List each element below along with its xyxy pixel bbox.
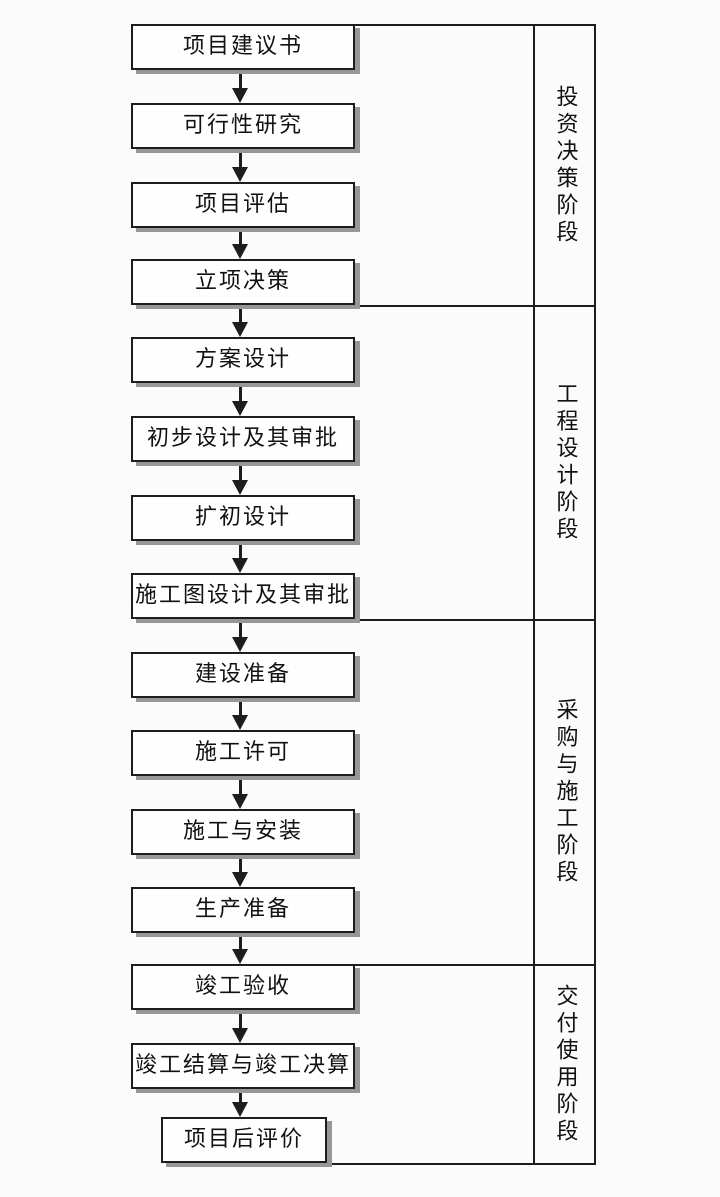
- down-arrow-head-icon: [232, 715, 248, 730]
- down-arrow-head-icon: [232, 558, 248, 573]
- phase-label: 工程设计阶段: [552, 382, 578, 544]
- down-arrow-shaft: [239, 698, 242, 717]
- flow-step-label: 方案设计: [194, 347, 291, 372]
- flow-step-box: 竣工结算与竣工决算: [131, 1043, 355, 1089]
- down-arrow-shaft: [239, 1010, 242, 1030]
- flow-step-label: 项目后评价: [183, 1127, 304, 1152]
- down-arrow-head-icon: [232, 794, 248, 809]
- down-arrow-shaft: [239, 70, 242, 90]
- flow-step-label: 施工许可: [194, 740, 291, 765]
- phase-divider-line: [326, 1163, 535, 1165]
- down-arrow-shaft: [239, 228, 242, 246]
- flow-step-label: 项目建议书: [182, 34, 303, 59]
- flow-step-box: 施工与安装: [131, 809, 355, 855]
- phase-cell: 交付使用阶段: [533, 964, 596, 1165]
- down-arrow-head-icon: [232, 1102, 248, 1117]
- down-arrow-head-icon: [232, 949, 248, 964]
- down-arrow-shaft: [239, 541, 242, 560]
- phase-label: 采购与施工阶段: [552, 698, 578, 887]
- flow-step-label: 立项决策: [194, 269, 291, 294]
- down-arrow-shaft: [239, 855, 242, 874]
- flow-step-label: 竣工验收: [194, 974, 291, 999]
- flow-step-box: 初步设计及其审批: [131, 416, 355, 462]
- flow-step-label: 施工与安装: [182, 819, 303, 844]
- flow-step-box: 生产准备: [131, 887, 355, 933]
- phase-cell: 投资决策阶段: [533, 24, 596, 307]
- flow-step-label: 施工图设计及其审批: [134, 583, 351, 608]
- phase-divider-line: [355, 619, 535, 621]
- down-arrow-shaft: [239, 776, 242, 796]
- flow-step-box: 竣工验收: [131, 964, 355, 1010]
- down-arrow-head-icon: [232, 322, 248, 337]
- flow-step-box: 扩初设计: [131, 495, 355, 541]
- flow-step-box: 项目建议书: [131, 24, 355, 70]
- flow-step-box: 项目后评价: [161, 1117, 327, 1163]
- phase-label: 投资决策阶段: [552, 84, 578, 247]
- down-arrow-shaft: [239, 383, 242, 403]
- phase-label: 交付使用阶段: [552, 983, 578, 1146]
- down-arrow-head-icon: [232, 167, 248, 182]
- flow-step-box: 方案设计: [131, 337, 355, 383]
- down-arrow-head-icon: [232, 244, 248, 259]
- down-arrow-shaft: [239, 149, 242, 169]
- phase-divider-line: [355, 24, 535, 26]
- phase-divider-line: [355, 964, 535, 966]
- flow-step-box: 施工许可: [131, 730, 355, 776]
- down-arrow-shaft: [239, 305, 242, 324]
- down-arrow-shaft: [239, 619, 242, 639]
- down-arrow-shaft: [239, 1089, 242, 1104]
- down-arrow-head-icon: [232, 401, 248, 416]
- down-arrow-head-icon: [232, 480, 248, 495]
- flow-step-label: 可行性研究: [182, 113, 303, 138]
- down-arrow-shaft: [239, 933, 242, 951]
- down-arrow-head-icon: [232, 88, 248, 103]
- flow-step-box: 项目评估: [131, 182, 355, 228]
- flow-step-box: 可行性研究: [131, 103, 355, 149]
- flow-step-label: 建设准备: [194, 662, 291, 687]
- flow-step-box: 施工图设计及其审批: [131, 573, 355, 619]
- down-arrow-head-icon: [232, 1028, 248, 1043]
- flow-step-box: 建设准备: [131, 652, 355, 698]
- flow-step-label: 项目评估: [194, 192, 291, 217]
- phase-cell: 采购与施工阶段: [533, 619, 596, 966]
- down-arrow-shaft: [239, 462, 242, 482]
- phase-divider-line: [355, 305, 535, 307]
- flow-step-label: 竣工结算与竣工决算: [134, 1053, 351, 1078]
- flow-step-box: 立项决策: [131, 259, 355, 305]
- flow-step-label: 扩初设计: [194, 505, 291, 530]
- flow-step-label: 生产准备: [194, 897, 291, 922]
- down-arrow-head-icon: [232, 637, 248, 652]
- flow-step-label: 初步设计及其审批: [146, 426, 339, 451]
- down-arrow-head-icon: [232, 872, 248, 887]
- phase-cell: 工程设计阶段: [533, 305, 596, 621]
